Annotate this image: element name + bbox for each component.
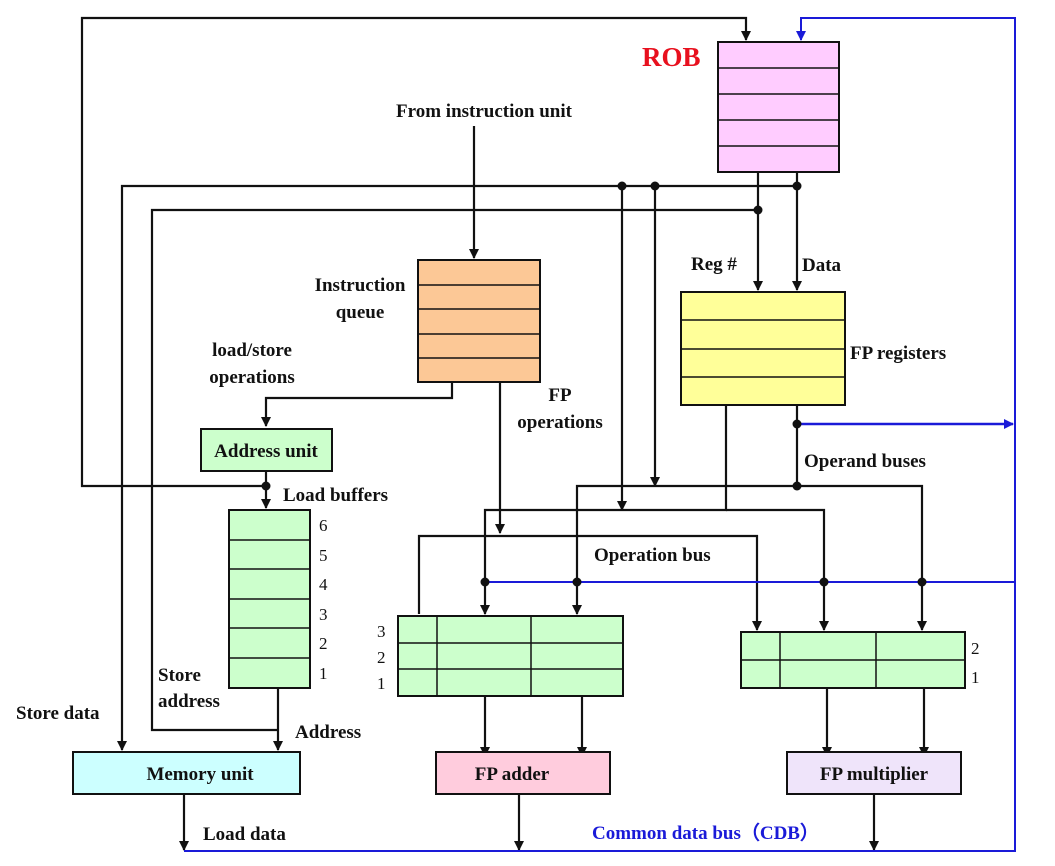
rob: ROB <box>642 41 840 173</box>
store-address-label-1: Store <box>158 665 201 686</box>
load-data-label: Load data <box>203 824 286 845</box>
memory-unit-box <box>72 751 301 795</box>
load-buffer-number: 1 <box>319 664 328 683</box>
load-buffer-number: 6 <box>319 516 328 535</box>
fp-adder-label: FP adder <box>475 764 550 785</box>
rob-label: ROB <box>642 42 701 72</box>
load-buffer-number: 2 <box>319 634 328 653</box>
operand-buses-label: Operand buses <box>804 451 926 472</box>
fp-adder: FP adder <box>435 751 611 795</box>
load-store-label-2: operations <box>209 367 295 388</box>
wire-operand-bus-1-right <box>797 484 927 631</box>
adder-station-number: 1 <box>377 674 386 693</box>
wire-operand-bus-2 <box>480 405 728 615</box>
wire-queue-to-address-unit <box>261 382 454 427</box>
reg-number-label: Reg # <box>691 254 737 275</box>
load-buffers: 6 5 4 3 2 1 <box>228 509 328 689</box>
instruction-queue-label-2: queue <box>336 302 385 323</box>
address-label: Address <box>295 722 361 743</box>
fp-registers-label: FP registers <box>850 343 946 364</box>
from-instruction-unit-label: From instruction unit <box>396 101 573 122</box>
wire-top-loop-to-rob <box>80 16 751 488</box>
load-buffers-label: Load buffers <box>283 485 388 506</box>
wire-store-address <box>150 208 758 732</box>
multiplier-reservation-stations: 2 1 <box>740 631 980 689</box>
fp-multiplier: FP multiplier <box>786 751 962 795</box>
store-address-label-2: address <box>158 691 220 712</box>
fp-adder-box <box>435 751 611 795</box>
adder-reservation-stations: 3 2 1 <box>377 615 624 697</box>
load-buffer-number: 4 <box>319 575 328 594</box>
adder-stations-box <box>397 615 624 697</box>
memory-unit: Memory unit <box>72 751 301 795</box>
junction-dots <box>261 181 927 587</box>
cdb-main <box>184 17 1016 852</box>
rob-box <box>717 41 840 173</box>
address-unit: Address unit <box>200 428 333 472</box>
adder-station-number: 3 <box>377 622 386 641</box>
fp-operations-label-2: operations <box>517 412 603 433</box>
cdb-label: Common data bus（CDB） <box>592 821 819 844</box>
multiplier-station-number: 2 <box>971 639 980 658</box>
wire-operand-bus-1 <box>572 405 799 615</box>
operation-bus-label: Operation bus <box>594 545 711 566</box>
wire-store-data <box>117 184 797 751</box>
fp-registers <box>680 291 846 406</box>
diagram-labels: From instruction unit Instruction queue … <box>16 101 946 845</box>
load-buffer-number: 5 <box>319 546 328 565</box>
memory-unit-label: Memory unit <box>146 764 254 785</box>
fp-multiplier-box <box>786 751 962 795</box>
data-label: Data <box>802 255 842 276</box>
address-unit-label: Address unit <box>214 441 318 462</box>
fp-multiplier-label: FP multiplier <box>820 764 929 785</box>
adder-station-number: 2 <box>377 648 386 667</box>
instruction-queue-box <box>417 259 541 383</box>
fp-operations-label-1: FP <box>548 385 572 406</box>
load-buffer-number: 3 <box>319 605 328 624</box>
load-buffer-numbers: 6 5 4 3 2 1 <box>319 516 328 683</box>
store-data-label: Store data <box>16 703 100 724</box>
address-unit-box <box>200 428 333 472</box>
instruction-queue <box>417 259 541 383</box>
load-store-label-1: load/store <box>212 340 292 361</box>
wire-operand-bus-2-right <box>726 508 829 631</box>
instruction-queue-label-1: Instruction <box>315 275 406 296</box>
multiplier-station-number: 1 <box>971 668 980 687</box>
